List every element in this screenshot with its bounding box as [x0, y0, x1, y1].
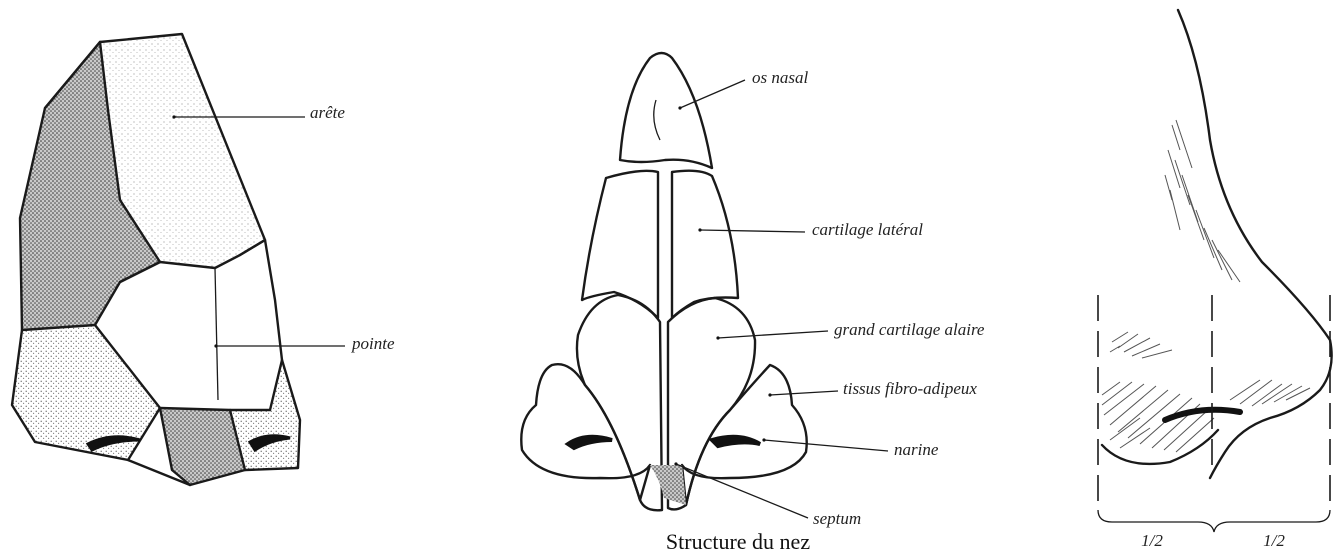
leader-narine: [764, 440, 888, 451]
leader-cartilage-lateral: [700, 230, 805, 232]
anatomical-nose-drawing: [521, 53, 806, 510]
label-arete: arête: [310, 103, 345, 122]
profile-nose-drawing: [1098, 10, 1332, 532]
label-septum: septum: [813, 509, 861, 528]
proportion-brace: [1098, 510, 1330, 532]
label-os-nasal: os nasal: [752, 68, 808, 87]
planar-nose-drawing: [12, 34, 300, 485]
leader-os-nasal: [680, 80, 745, 108]
label-grand-cartilage-alaire: grand cartilage alaire: [834, 320, 985, 339]
leader-tissus-fibro-adipeux: [770, 391, 838, 395]
leader-grand-cartilage-alaire: [718, 331, 828, 338]
label-pointe: pointe: [351, 334, 395, 353]
label-tissus-fibro-adipeux: tissus fibro-adipeux: [843, 379, 977, 398]
caption: Structure du nez: [666, 529, 810, 551]
fraction-right: 1/2: [1263, 531, 1285, 550]
fraction-left: 1/2: [1141, 531, 1163, 550]
leader-septum: [676, 464, 808, 518]
label-narine: narine: [894, 440, 939, 459]
profile-hatching: [1102, 120, 1310, 452]
label-cartilage-lateral: cartilage latéral: [812, 220, 923, 239]
